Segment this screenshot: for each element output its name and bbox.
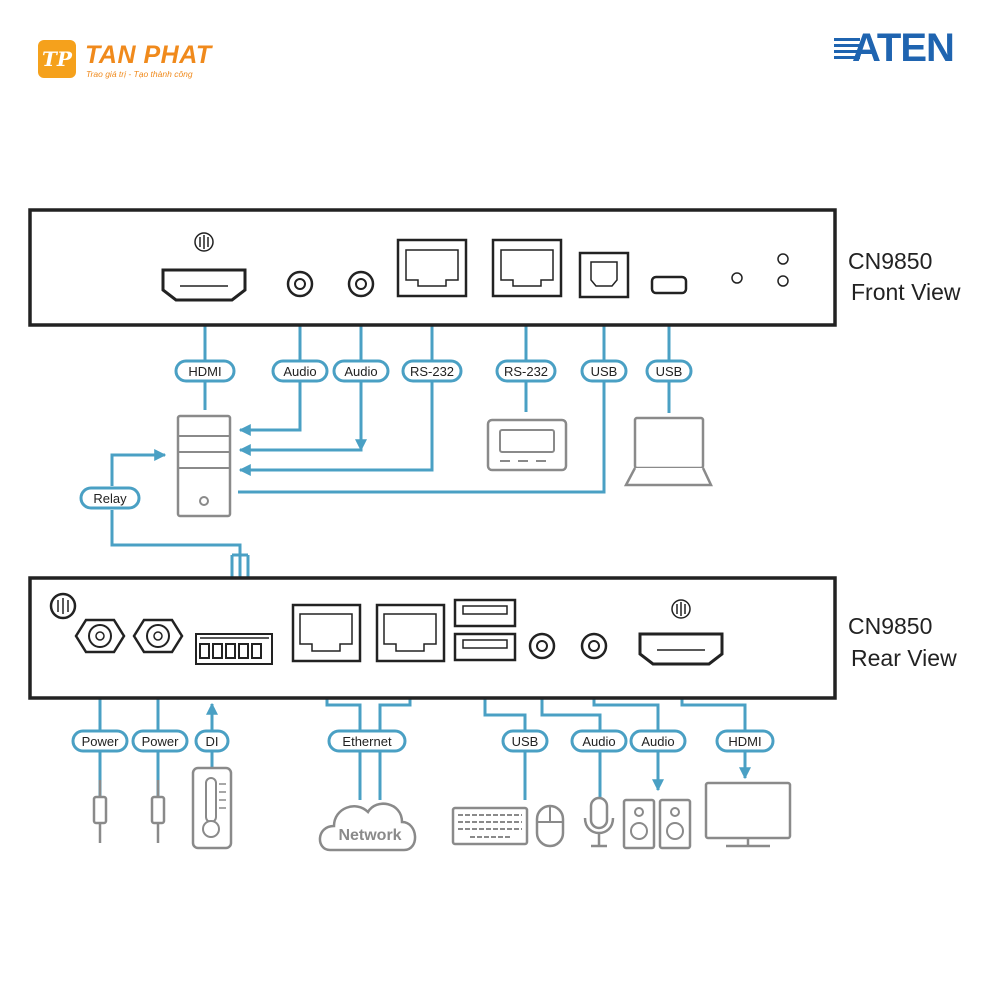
- ground-icon-front: [194, 232, 214, 252]
- rear-ethernet-port-2: [375, 603, 446, 663]
- monitor-icon: [704, 781, 792, 848]
- front-rs232-port-2: [491, 238, 563, 298]
- rear-terminal-block: [195, 633, 273, 665]
- rear-usb-a-ports: [453, 598, 517, 662]
- relay-label: Relay: [79, 486, 141, 510]
- tanphat-logo-slogan: Trao giá trị - Tạo thành công: [86, 69, 193, 79]
- front-led-1: [731, 272, 743, 284]
- rear-label-8-text: HDMI: [728, 734, 761, 749]
- ground-icon-rear-hdmi: [671, 599, 691, 619]
- rear-label-5: USB: [501, 729, 549, 753]
- front-label-4-text: RS-232: [410, 364, 454, 379]
- front-label-2: Audio: [271, 359, 329, 383]
- tanphat-logo-name: TAN PHAT: [85, 41, 212, 69]
- network-label: Network: [338, 827, 401, 844]
- aten-logo-stripes: [834, 38, 860, 66]
- rear-ethernet-port-1: [291, 603, 362, 663]
- front-label-7-text: USB: [656, 364, 683, 379]
- rear-device-view: Rear View: [851, 645, 957, 671]
- front-device-view: Front View: [851, 279, 961, 305]
- power-plug-icon-1: [92, 780, 108, 843]
- mouse-icon: [535, 804, 565, 848]
- front-led-2: [777, 253, 789, 265]
- line-front-audio-1: [238, 300, 302, 436]
- rear-device-model: CN9850: [848, 613, 932, 639]
- line-front-rs232-1: [238, 302, 434, 476]
- rear-label-1-text: Power: [82, 734, 120, 749]
- thermometer-icon: [191, 766, 233, 850]
- rear-label-7-text: Audio: [641, 734, 674, 749]
- line-front-audio-2-lower: [238, 370, 363, 456]
- front-label-1-text: HDMI: [188, 364, 221, 379]
- front-hdmi-port: [161, 268, 247, 302]
- front-label-6-text: USB: [591, 364, 618, 379]
- rear-hdmi-port: [638, 632, 724, 666]
- rear-label-7: Audio: [629, 729, 687, 753]
- front-led-3: [777, 275, 789, 287]
- rear-power-port-1: [74, 618, 126, 654]
- rear-label-1: Power: [71, 729, 129, 753]
- front-label-6: USB: [580, 359, 628, 383]
- front-audio-port-2: [347, 270, 375, 298]
- rear-label-3: DI: [194, 729, 230, 753]
- front-labels: HDMI Audio Audio RS-232 RS-232 USB USB: [174, 359, 693, 383]
- aten-logo: ATEN: [832, 26, 962, 70]
- relay-label-text: Relay: [93, 491, 127, 506]
- rear-label-2-text: Power: [142, 734, 180, 749]
- serial-terminal-icon: [486, 418, 568, 472]
- front-label-3-text: Audio: [344, 364, 377, 379]
- front-label-4: RS-232: [401, 359, 463, 383]
- rear-power-port-2: [132, 618, 184, 654]
- network-cloud-icon: Network: [318, 802, 417, 852]
- front-label-1: HDMI: [174, 359, 236, 383]
- rear-label-5-text: USB: [512, 734, 539, 749]
- rear-label-2: Power: [131, 729, 189, 753]
- rear-label-4: Ethernet: [327, 729, 407, 753]
- front-label-2-text: Audio: [283, 364, 316, 379]
- rear-audio-port-2: [580, 632, 608, 660]
- front-usb-b-port: [578, 251, 630, 299]
- rear-label-4-text: Ethernet: [342, 734, 392, 749]
- computer-tower-icon: [176, 414, 232, 518]
- rear-label-8: HDMI: [715, 729, 775, 753]
- front-audio-port-1: [286, 270, 314, 298]
- rear-label-6-text: Audio: [582, 734, 615, 749]
- speakers-icon: [622, 798, 692, 850]
- front-label-5-text: RS-232: [504, 364, 548, 379]
- front-label-5: RS-232: [495, 359, 557, 383]
- rear-audio-port-1: [528, 632, 556, 660]
- microphone-icon: [583, 796, 615, 848]
- tanphat-logo-mark: TP: [38, 40, 76, 78]
- relay-label-group: Relay: [79, 486, 141, 510]
- tanphat-logo: TP TAN PHAT Trao giá trị - Tạo thành côn…: [38, 40, 228, 84]
- rear-device: CN9850 Rear View: [28, 576, 957, 700]
- ground-icon-rear: [49, 592, 77, 620]
- rear-labels: Power Power DI Ethernet USB Audio Audio HDMI: [71, 729, 775, 753]
- front-label-3: Audio: [332, 359, 390, 383]
- front-micro-usb-port: [650, 275, 688, 295]
- rear-label-6: Audio: [570, 729, 628, 753]
- laptop-icon: [623, 416, 713, 487]
- front-device-model: CN9850: [848, 248, 932, 274]
- line-relay-upper: [110, 449, 167, 486]
- front-device: CN9850 Front View: [28, 208, 961, 327]
- power-plug-icon-2: [150, 780, 166, 843]
- aten-logo-text: ATEN: [852, 26, 955, 70]
- front-rs232-port-1: [396, 238, 468, 298]
- rear-label-3-text: DI: [206, 734, 219, 749]
- front-label-7: USB: [645, 359, 693, 383]
- keyboard-icon: [451, 806, 529, 846]
